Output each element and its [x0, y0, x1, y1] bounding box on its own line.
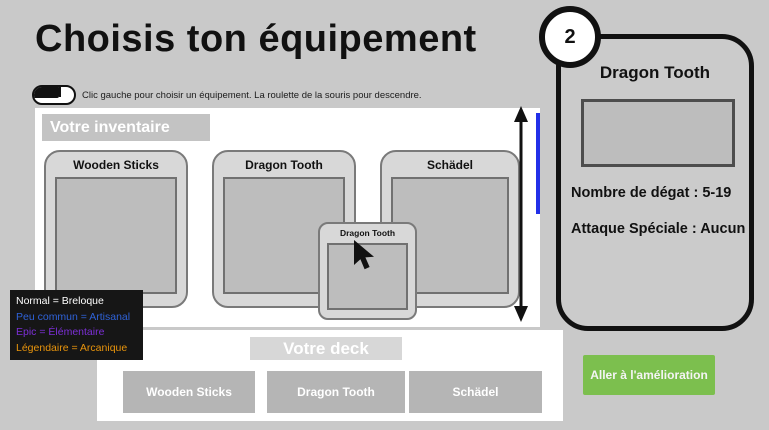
card-title: Wooden Sticks	[73, 158, 159, 172]
inventory-header: Votre inventaire	[42, 114, 210, 141]
mouse-icon	[32, 85, 76, 105]
scrollbar-thumb[interactable]	[536, 113, 540, 214]
dragged-card-dragon-tooth[interactable]: Dragon Tooth	[318, 222, 417, 320]
damage-stat: Nombre de dégat : 5-19	[571, 185, 732, 201]
legend-item-epic: Epic = Élémentaire	[16, 326, 105, 338]
legend-item-legendaire: Légendaire = Arcanique	[16, 341, 128, 354]
inventory-card-wooden-sticks[interactable]: Wooden Sticks	[44, 150, 188, 308]
mouse-button-divider	[59, 87, 61, 97]
legend-item-normal: Normal = Breloque	[16, 295, 104, 307]
scroll-up-down-arrow-icon	[514, 106, 528, 322]
rarity-legend-tooltip: Normal = Breloque Peu commun = Artisanal…	[10, 290, 143, 360]
deck-panel: Votre deck Wooden Sticks Dragon Tooth Sc…	[97, 330, 563, 421]
step-number-badge: 2	[539, 6, 601, 68]
deck-slot-dragon-tooth[interactable]: Dragon Tooth	[267, 371, 405, 413]
equipment-detail-panel: Dragon Tooth Nombre de dégat : 5-19 Atta…	[556, 34, 754, 331]
card-title: Dragon Tooth	[339, 228, 396, 238]
deck-header: Votre deck	[250, 337, 402, 360]
upgrade-button[interactable]: Aller à l'amélioration	[583, 355, 715, 395]
card-title: Schädel	[426, 158, 474, 172]
mouse-cursor-icon	[354, 240, 374, 270]
mouse-left-button-icon	[34, 87, 59, 98]
special-attack-stat: Attaque Spéciale : Aucun	[571, 221, 746, 237]
page-title: Choisis ton équipement	[35, 18, 477, 60]
card-image-placeholder	[55, 177, 177, 294]
deck-slot-wooden-sticks[interactable]: Wooden Sticks	[123, 371, 255, 413]
deck-slot-schadel[interactable]: Schädel	[409, 371, 542, 413]
detail-image-placeholder	[581, 99, 735, 167]
card-title: Dragon Tooth	[245, 158, 323, 172]
legend-item-peu-commun: Peu commun = Artisanal	[16, 310, 131, 323]
instruction-text: Clic gauche pour choisir un équipement. …	[82, 90, 422, 101]
detail-title: Dragon Tooth	[599, 63, 711, 82]
